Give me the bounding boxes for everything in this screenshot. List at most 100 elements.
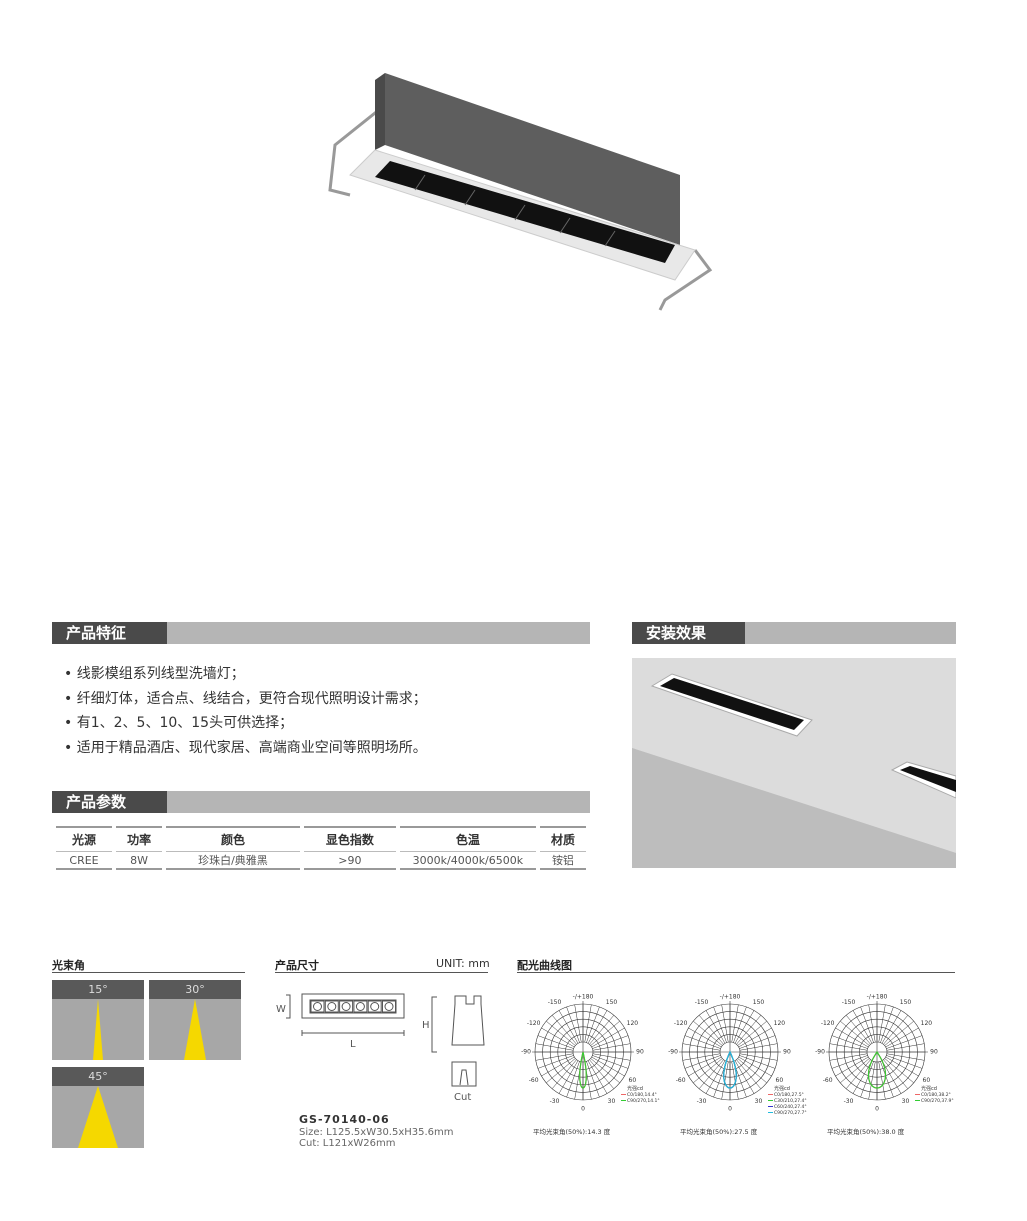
polar-spoke — [852, 1010, 873, 1044]
polar-spoke — [566, 1061, 580, 1098]
dimension-drawing: W L H Cut — [276, 993, 485, 1103]
legend-entry: C90/270,14.1° — [627, 1098, 660, 1104]
beam-15: 15° — [52, 980, 144, 1060]
polar-tick-label: 150 — [606, 999, 618, 1006]
param-value: CREE — [56, 852, 113, 870]
polar-tick-label: -90 — [668, 1049, 678, 1056]
polar-spoke — [698, 1059, 724, 1089]
polar-spoke — [541, 1056, 575, 1077]
polar-spoke — [592, 1053, 631, 1061]
legend-title: 光强cd — [627, 1085, 643, 1092]
beam-45: 45° — [52, 1067, 144, 1148]
polar-tick-label: -90 — [815, 1049, 825, 1056]
polar-spoke — [880, 1006, 894, 1043]
divider — [275, 972, 488, 973]
polar-spoke — [684, 1035, 721, 1049]
polar-spoke — [738, 1056, 772, 1077]
polar-spoke — [852, 1060, 873, 1094]
beam-cone — [78, 1086, 118, 1148]
polar-spoke — [721, 1004, 729, 1043]
polar-series-curve — [867, 1050, 887, 1089]
polar-spoke — [739, 1043, 778, 1051]
polar-tick-label: 90 — [636, 1049, 644, 1056]
polar-tick-label: -60 — [676, 1077, 686, 1084]
polar-tick-label: -120 — [674, 1020, 688, 1027]
polar-spoke — [592, 1035, 629, 1049]
polar-spoke — [693, 1058, 723, 1084]
features-title: 产品特征 — [52, 622, 167, 644]
feature-item: 纤细灯体，适合点、线结合，更符合现代照明设计需求； — [64, 687, 427, 712]
polar-tick-label: -60 — [529, 1077, 539, 1084]
polar-tick-label: 0 — [728, 1106, 732, 1113]
polar-spoke — [868, 1004, 876, 1043]
polar-tick-label: 150 — [753, 999, 765, 1006]
install-section-header: 安装效果 — [632, 622, 956, 644]
polar-spoke — [688, 1056, 722, 1077]
polar-tick-label: -150 — [548, 999, 562, 1006]
polar-spoke — [840, 1058, 870, 1084]
param-value: 3000k/4000k/6500k — [399, 852, 536, 870]
polar-spoke — [886, 1035, 923, 1049]
polar-spoke — [574, 1004, 582, 1043]
beam-title: 光束角 — [52, 959, 85, 972]
polar-spoke — [860, 1061, 874, 1098]
polar-caption: 平均光束角(50%):14.3 度 — [533, 1127, 611, 1136]
model-number: GS-70140-06 — [299, 1113, 390, 1126]
polar-tick-label: -120 — [527, 1020, 541, 1027]
polar-spoke — [831, 1055, 868, 1069]
polar-caption: 平均光束角(50%):38.0 度 — [827, 1127, 905, 1136]
param-value: >90 — [303, 852, 396, 870]
polar-spoke — [586, 1061, 600, 1098]
polar-tick-label: -30 — [697, 1098, 707, 1105]
polar-series-curve — [723, 1050, 737, 1089]
polar-tick-label: -/+180 — [573, 994, 594, 1001]
polar-spoke — [537, 1055, 574, 1069]
polar-spoke — [884, 1020, 914, 1046]
polar-spoke — [731, 1004, 739, 1043]
legend-entry: C60/240,27.4° — [774, 1104, 807, 1110]
size-spec: Size: L125.5xW30.5xH35.6mm — [299, 1127, 454, 1138]
polar-spoke — [705, 1010, 726, 1044]
polar-tick-label: 30 — [755, 1098, 763, 1105]
polar-spoke — [738, 1027, 772, 1048]
legend-title: 光强cd — [921, 1085, 937, 1092]
polar-spoke — [684, 1055, 721, 1069]
params-section-header: 产品参数 — [52, 791, 590, 813]
legend-entry: C30/210,27.4° — [774, 1098, 807, 1104]
features-list: 线影模组系列线型洗墙灯； 纤细灯体，适合点、线结合，更符合现代照明设计需求； 有… — [64, 662, 427, 760]
param-header: 光源 — [56, 826, 113, 852]
polar-spoke — [883, 1059, 909, 1089]
polar-spoke — [736, 1059, 762, 1089]
polar-spoke — [592, 1055, 629, 1069]
polar-spoke — [591, 1027, 625, 1048]
polar-tick-label: -30 — [550, 1098, 560, 1105]
feature-item: 线影模组系列线型洗墙灯； — [64, 662, 427, 687]
params-title: 产品参数 — [52, 791, 167, 813]
polar-caption: 平均光束角(50%):27.5 度 — [680, 1127, 758, 1136]
polar-tick-label: -/+180 — [867, 994, 888, 1001]
polar-spoke — [886, 1053, 925, 1061]
polar-spoke — [584, 1004, 592, 1043]
polar-spoke — [886, 1055, 923, 1069]
polar-spoke — [881, 1060, 902, 1094]
polar-tick-label: -/+180 — [720, 994, 741, 1001]
polar-spoke — [551, 1015, 577, 1045]
legend-entry: C0/180,27.5° — [774, 1092, 804, 1098]
polar-tick-label: -60 — [823, 1077, 833, 1084]
product-image — [328, 73, 713, 311]
cut-spec: Cut: L121xW26mm — [299, 1138, 396, 1149]
param-header: 色温 — [399, 826, 536, 852]
param-header: 功率 — [116, 826, 163, 852]
polar-tick-label: -120 — [821, 1020, 835, 1027]
beam-cone — [93, 999, 103, 1060]
beam-label: 30° — [149, 980, 241, 999]
beam-label: 15° — [52, 980, 144, 999]
legend-title: 光强cd — [774, 1085, 790, 1092]
polar-spoke — [705, 1060, 726, 1094]
polar-spoke — [736, 1015, 762, 1045]
polar-spoke — [734, 1010, 755, 1044]
divider — [517, 972, 955, 973]
polar-spoke — [734, 1060, 755, 1094]
polar-tick-label: 0 — [581, 1106, 585, 1113]
